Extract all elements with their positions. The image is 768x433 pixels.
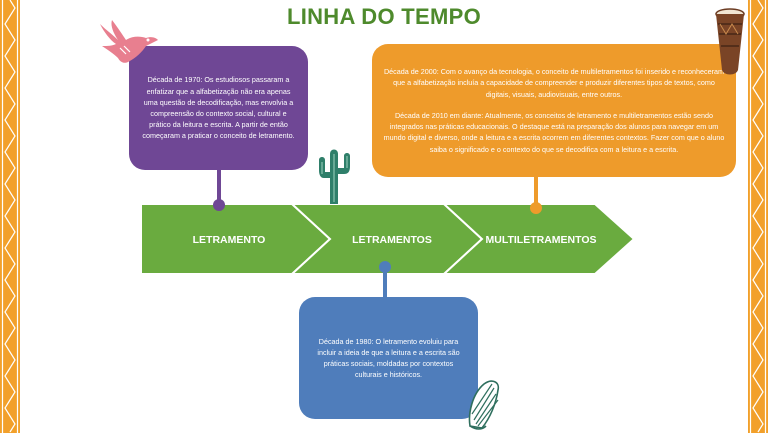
card-2000: Década de 2000: Com o avanço da tecnolog…	[372, 44, 736, 177]
connector-dot-2000	[530, 202, 542, 214]
timeline-step-3	[441, 203, 636, 275]
card-2010-text: Década de 2010 em diante: Atualmente, os…	[383, 110, 725, 154]
basket-icon	[468, 380, 500, 430]
page-title: LINHA DO TEMPO	[286, 4, 482, 29]
step-label-multiletramentos: MULTILETRAMENTOS	[485, 234, 597, 246]
bird-icon	[100, 20, 158, 63]
cactus-icon	[319, 149, 350, 204]
card-2000-text: Década de 2000: Com o avanço da tecnolog…	[383, 67, 724, 99]
connector-dot-1980	[379, 261, 391, 273]
card-1980: Década de 1980: O letramento evoluiu par…	[299, 297, 478, 419]
card-1980-text: Década de 1980: O letramento evoluiu par…	[317, 336, 460, 380]
step-label-letramentos: LETRAMENTOS	[352, 234, 432, 246]
right-decorative-border	[748, 0, 768, 433]
step-label-letramento: LETRAMENTO	[192, 234, 266, 246]
connector-dot-1970	[213, 199, 225, 211]
left-decorative-border	[0, 0, 20, 433]
drum-icon	[715, 8, 745, 75]
card-1970-text: Década de 1970: Os estudiosos passaram a…	[142, 75, 295, 141]
card-1970: Década de 1970: Os estudiosos passaram a…	[129, 46, 308, 170]
